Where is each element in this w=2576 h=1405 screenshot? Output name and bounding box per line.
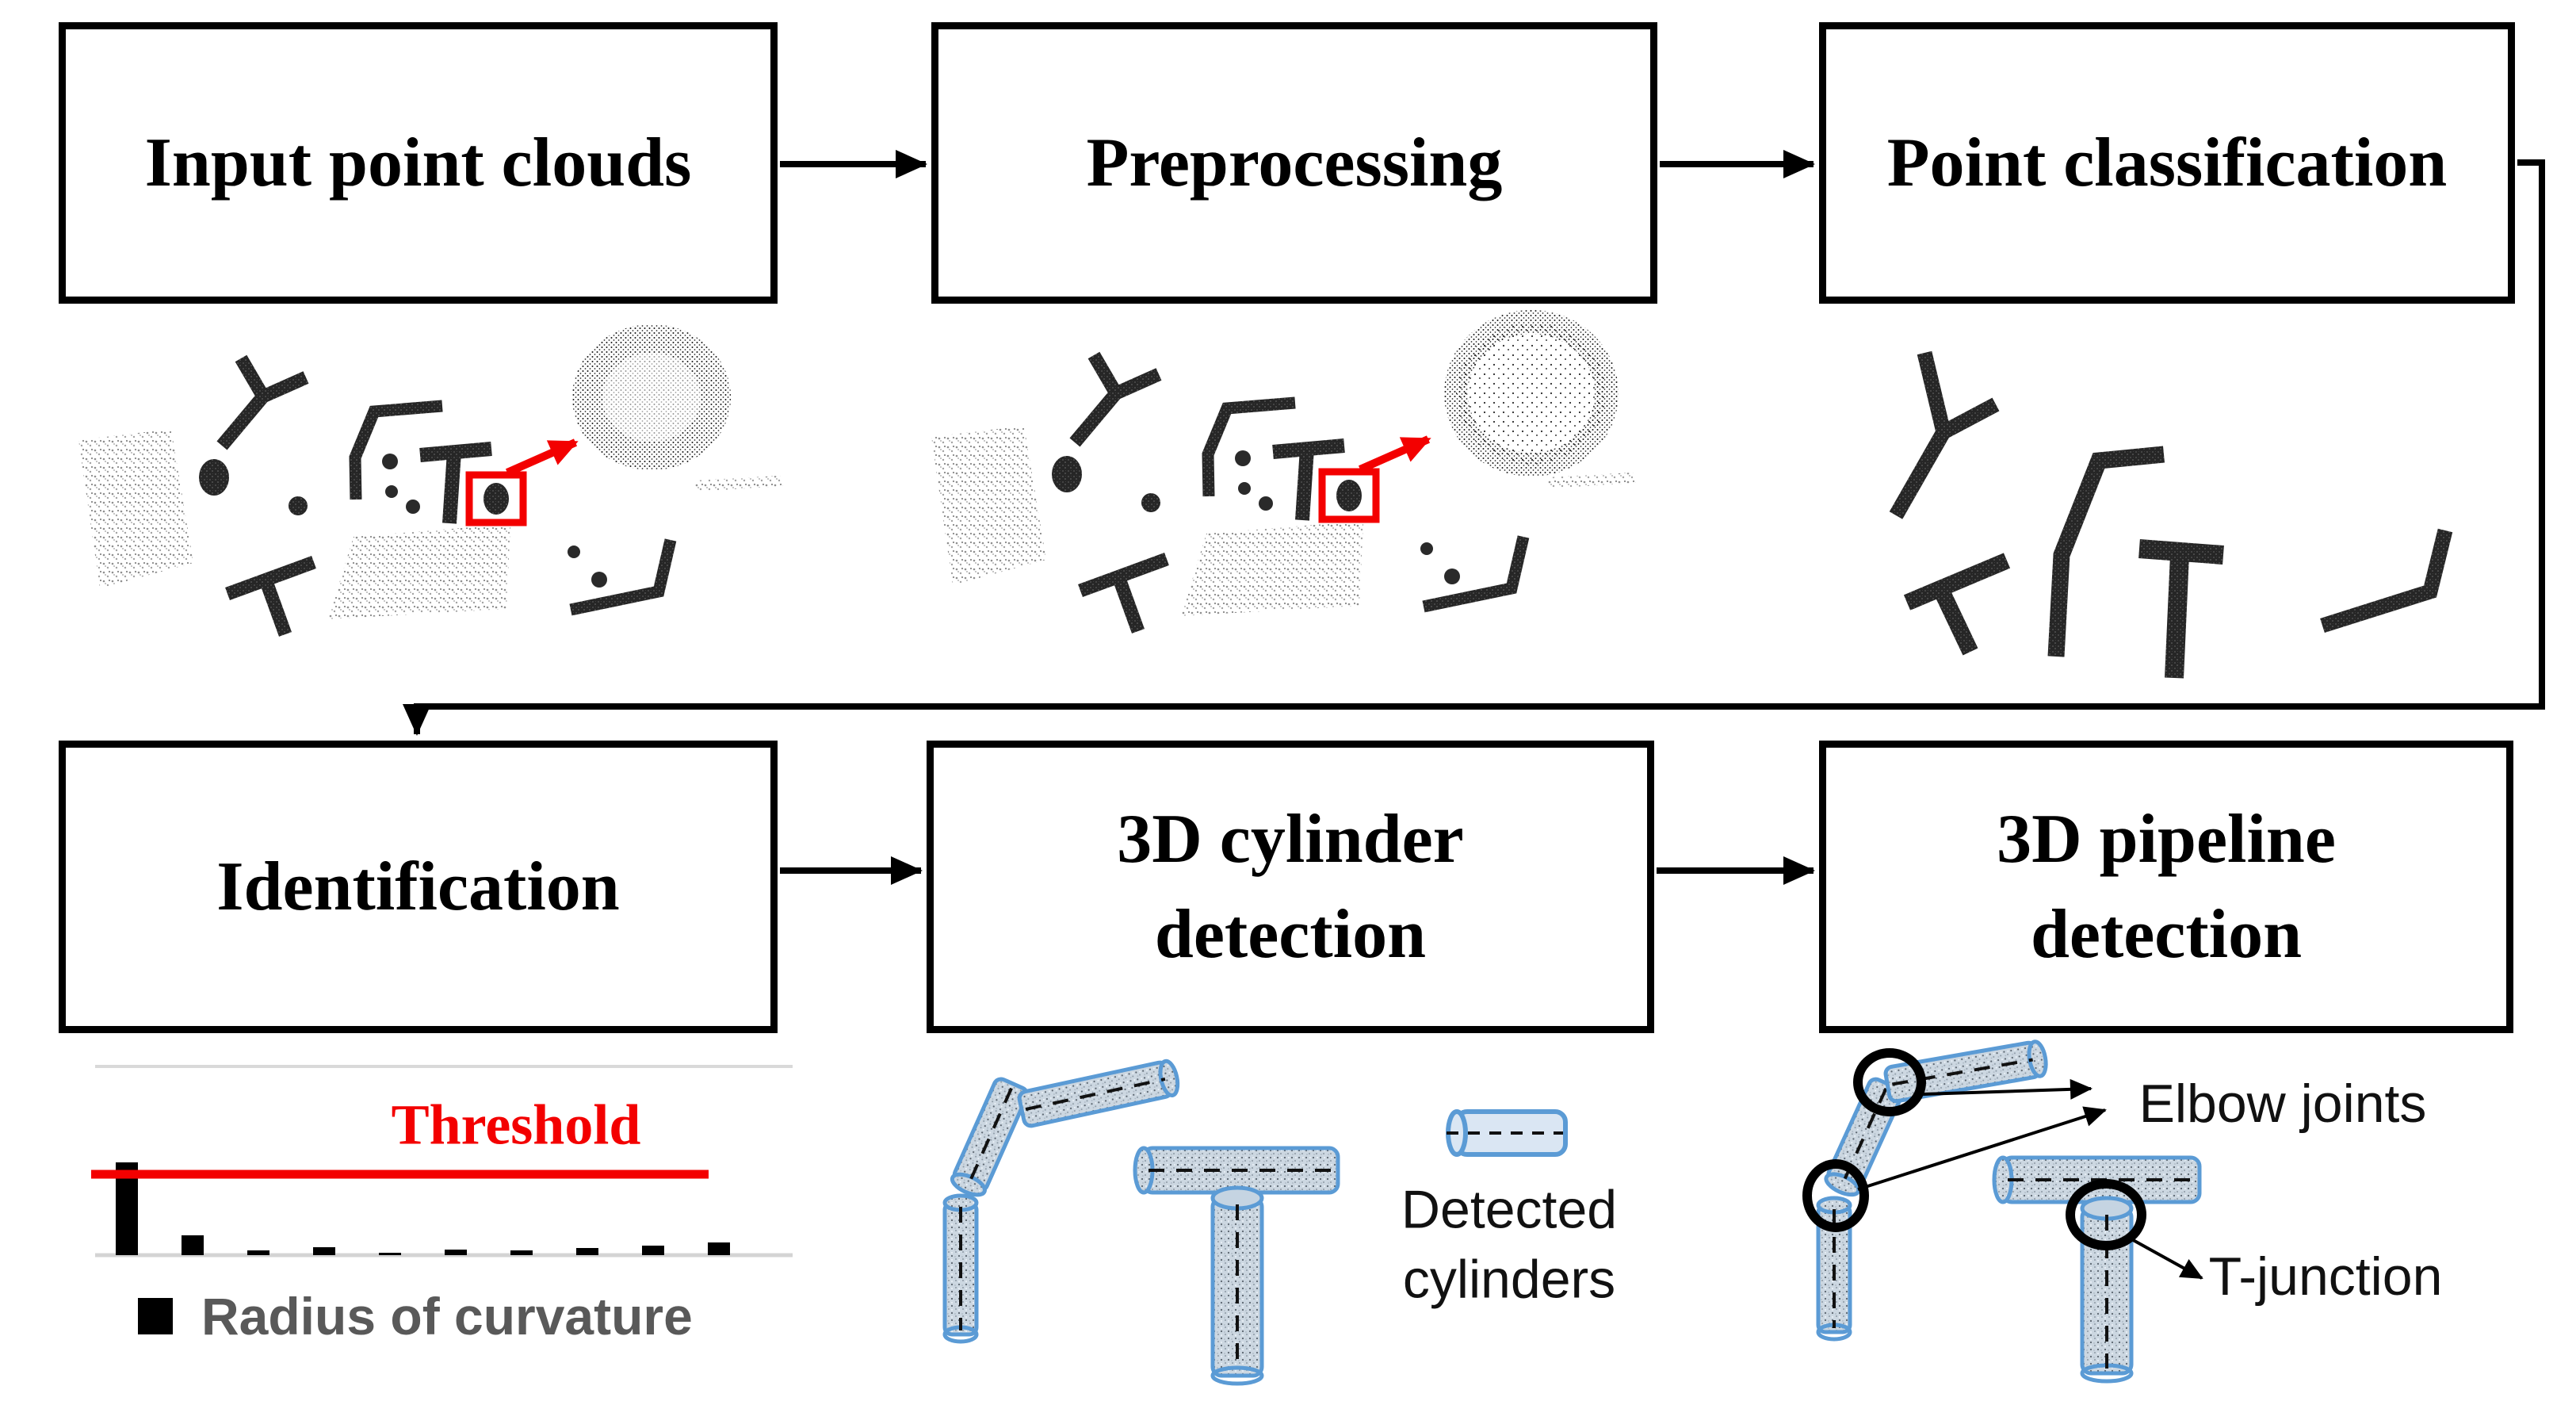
- chart-bar: [510, 1250, 533, 1255]
- chart-legend: Radius of curvature: [138, 1286, 693, 1346]
- noise-sphere-hollow: [1444, 310, 1619, 477]
- flow-connectors: [403, 150, 2545, 885]
- pipe-segment-top: [1017, 1059, 1180, 1128]
- chart-bar: [313, 1247, 335, 1255]
- box-title-cylinder-detection: 3D cylinder detection: [1117, 800, 1464, 973]
- curvature-bar-chart: [91, 1065, 793, 1258]
- classified-shapes-illustration: [1889, 350, 2453, 679]
- chart-bar: [445, 1250, 467, 1255]
- t-shape: [2138, 539, 2224, 679]
- box-title-classification: Point classification: [1886, 124, 2448, 201]
- elbow-annotation-arrow-2: [1857, 1106, 2107, 1191]
- chart-bar: [247, 1250, 269, 1255]
- elbow-joints-label: Elbow joints: [2138, 1073, 2427, 1134]
- box-title-input: Input point clouds: [144, 124, 692, 201]
- elbow-annotation-arrow-1: [1922, 1078, 2093, 1100]
- bracket-shape: [2047, 446, 2165, 657]
- flowchart-box-pipeline-detection: 3D pipeline detection: [1819, 741, 2513, 1033]
- chart-bar: [576, 1248, 598, 1255]
- box-title-pipeline-detection: 3D pipeline detection: [1997, 800, 2336, 973]
- inverted-t-shape: [1903, 553, 2011, 656]
- flowchart-box-input: Input point clouds: [59, 22, 778, 304]
- box-title-preprocessing: Preprocessing: [1086, 124, 1503, 201]
- chart-bar: [708, 1242, 730, 1255]
- pipe-segment-middle: [950, 1077, 1030, 1197]
- chart-bar: [182, 1235, 204, 1255]
- elbow-joint-circle-top: [1853, 1048, 1926, 1116]
- input-cloud-illustration: [78, 324, 783, 634]
- flowchart-box-preprocessing: Preprocessing: [931, 22, 1657, 304]
- legend-label: Radius of curvature: [201, 1287, 693, 1346]
- pipe-segment-vertical: [942, 1193, 979, 1344]
- cylinder-icon: [1446, 1109, 1568, 1157]
- pipe-t-horizontal: [1992, 1155, 2202, 1204]
- chart-bar: [379, 1253, 401, 1255]
- flowchart-box-cylinder-detection: 3D cylinder detection: [927, 741, 1654, 1033]
- chart-bar: [642, 1246, 664, 1255]
- pipe-segment-vertical: [1816, 1196, 1852, 1342]
- flow-connector-classification-identification: [403, 159, 2545, 736]
- tjunction-annotation-arrow: [2127, 1235, 2203, 1280]
- threshold-label: Threshold: [391, 1093, 641, 1157]
- angle-shape: [2320, 528, 2453, 634]
- box-title-identification: Identification: [216, 848, 620, 925]
- detected-cylinders-illustration: [942, 1059, 1568, 1386]
- noise-sphere-core: [602, 353, 701, 442]
- t-junction-label: T-junction: [2208, 1246, 2443, 1307]
- pipe-t-vertical: [1210, 1185, 1264, 1386]
- flowchart-box-identification: Identification: [59, 741, 778, 1033]
- flowchart-box-classification: Point classification: [1819, 22, 2515, 304]
- preprocessed-cloud-illustration: [931, 310, 1636, 631]
- elbow-joint-circle-bottom: [1802, 1159, 1869, 1232]
- t-junction-circle: [2066, 1179, 2146, 1250]
- detected-cylinders-label: Detected cylinders: [1401, 1179, 1618, 1310]
- y-shape: [1889, 350, 2000, 519]
- legend-swatch: [138, 1298, 173, 1334]
- pipe-t-vertical: [2080, 1196, 2134, 1384]
- pipeline-illustration: [1802, 1039, 2203, 1384]
